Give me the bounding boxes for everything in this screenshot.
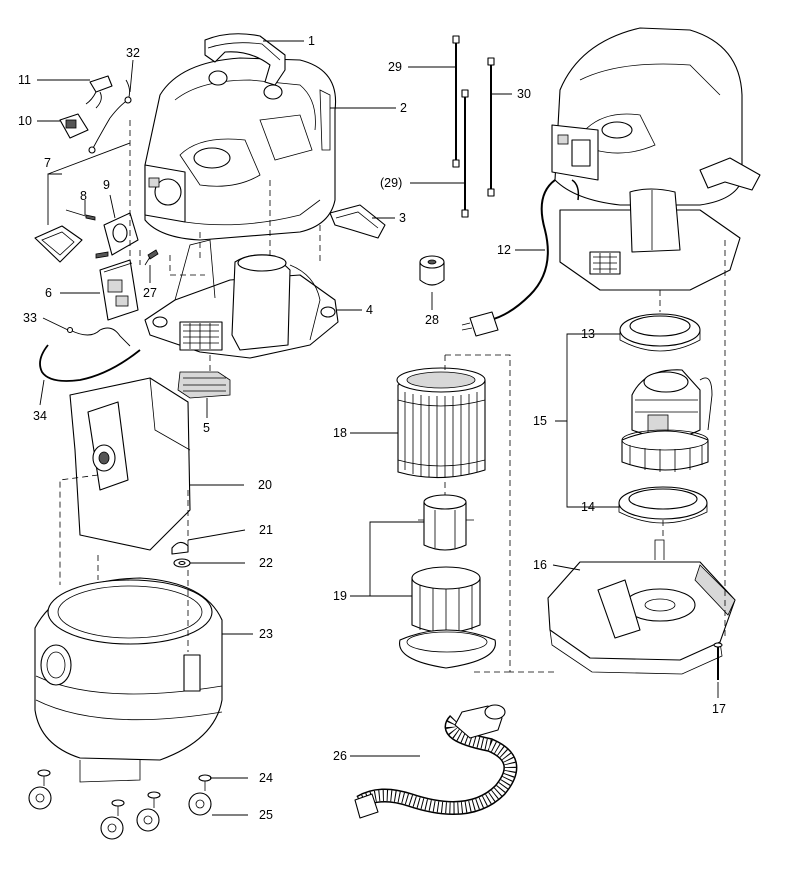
dust-bag (69, 377, 191, 551)
label-14: 14 (581, 500, 595, 514)
cable-29-alt (461, 89, 469, 218)
castor-front-left (100, 799, 125, 840)
castor-left (28, 769, 52, 810)
connector-11 (89, 75, 113, 93)
screw-27 (144, 249, 159, 266)
label-20: 20 (258, 478, 272, 492)
cable-33 (66, 326, 131, 347)
label-21: 21 (259, 523, 273, 537)
label-34: 34 (33, 409, 47, 423)
castor-right (188, 774, 212, 816)
screw-17 (713, 642, 723, 680)
label-29-paren: (29) (380, 176, 402, 190)
cable-29 (452, 35, 460, 168)
label-28: 28 (425, 313, 439, 327)
float-valve-cage (399, 566, 496, 669)
cartridge-filter (396, 367, 486, 479)
leader-lines (37, 40, 719, 816)
label-1: 1 (308, 34, 315, 48)
suction-hose (354, 704, 518, 819)
filter-basket-frame (144, 239, 339, 359)
collection-tank (34, 577, 223, 783)
washer-22 (173, 558, 191, 568)
hose-clip (329, 204, 386, 239)
circuit-board (99, 259, 139, 321)
motor-head-cover (144, 57, 337, 241)
label-15: 15 (533, 414, 547, 428)
label-33: 33 (23, 311, 37, 325)
motor (621, 369, 713, 472)
label-18: 18 (333, 426, 347, 440)
label-4: 4 (366, 303, 373, 317)
label-2: 2 (400, 101, 407, 115)
label-5: 5 (203, 421, 210, 435)
part-number-labels: 1 2 3 4 5 6 7 8 9 10 11 32 27 33 34 20 2… (18, 34, 726, 822)
label-9: 9 (103, 178, 110, 192)
label-26: 26 (333, 749, 347, 763)
label-6: 6 (45, 286, 52, 300)
cap-21 (171, 541, 189, 555)
castor-wheels (28, 769, 212, 840)
label-10: 10 (18, 114, 32, 128)
label-24: 24 (259, 771, 273, 785)
label-30: 30 (517, 87, 531, 101)
cable-30 (487, 57, 495, 197)
label-12: 12 (497, 243, 511, 257)
screw-8 (85, 214, 96, 221)
switch-frame-7 (34, 225, 83, 263)
cable-34 (39, 344, 141, 382)
label-29: 29 (388, 60, 402, 74)
label-13: 13 (581, 327, 595, 341)
label-25: 25 (259, 808, 273, 822)
label-32: 32 (126, 46, 140, 60)
label-7: 7 (44, 156, 51, 170)
label-23: 23 (259, 627, 273, 641)
label-22: 22 (259, 556, 273, 570)
label-19: 19 (333, 589, 347, 603)
label-17: 17 (712, 702, 726, 716)
guide-lines (59, 120, 726, 673)
gasket-top (619, 313, 701, 352)
foam-filter (177, 371, 231, 399)
label-8: 8 (80, 189, 87, 203)
gasket-bottom (618, 486, 708, 524)
castor-front-mid (136, 791, 161, 832)
ferrite-core (419, 255, 445, 286)
assembled-motor-head (551, 27, 761, 291)
label-16: 16 (533, 558, 547, 572)
label-27: 27 (143, 286, 157, 300)
label-11: 11 (18, 73, 31, 87)
float-valve-top (418, 494, 474, 551)
carry-handle (204, 33, 286, 100)
motor-base-plate (547, 539, 736, 675)
power-cord (461, 179, 580, 337)
switch-assembly (34, 75, 139, 263)
label-3: 3 (399, 211, 406, 225)
